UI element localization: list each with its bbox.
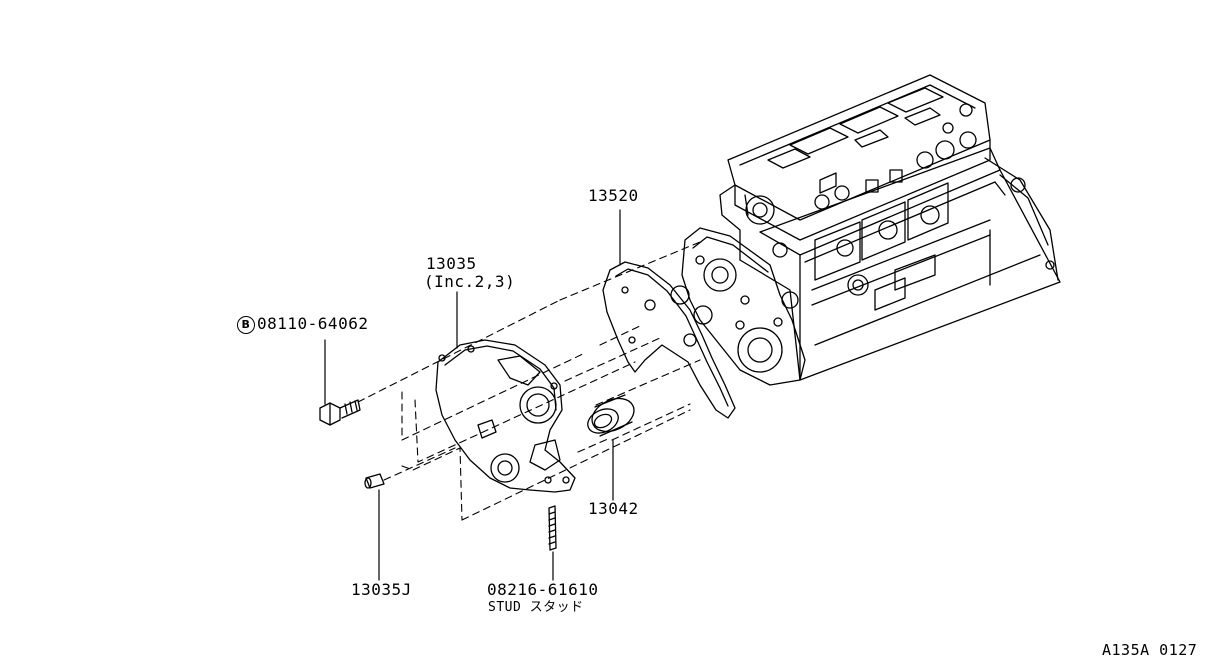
- bolt-badge-icon: B: [237, 316, 255, 334]
- front-cover: [435, 339, 576, 493]
- oil-seal: [587, 394, 635, 437]
- part-label-13035J: 13035J: [351, 581, 412, 599]
- part-number-13042: 13042: [588, 499, 639, 518]
- dowel-pin: [364, 473, 385, 489]
- part-label-13035: 13035: [426, 255, 477, 273]
- part-number-08216: 08216-61610: [487, 580, 599, 599]
- part-number-13035J: 13035J: [351, 580, 412, 599]
- part-note-inc: (Inc.2,3): [424, 272, 516, 291]
- diagram-code: A135A 0127: [1102, 641, 1197, 659]
- stud: [548, 505, 557, 551]
- leader-lines: [324, 209, 621, 581]
- part-note-13035: (Inc.2,3): [424, 273, 515, 291]
- front-cover-gasket: [602, 261, 736, 419]
- bolt: [319, 399, 361, 426]
- part-number-13035: 13035: [426, 254, 477, 273]
- diagram-code-text: A135A 0127: [1102, 641, 1198, 659]
- part-note-stud: STUD スタッド: [488, 600, 584, 615]
- part-number-13520: 13520: [588, 186, 639, 205]
- part-label-13042: 13042: [588, 500, 639, 518]
- alignment-dashes: [357, 241, 701, 521]
- part-number-08110: 08110-64062: [257, 314, 369, 333]
- engine-block: [681, 74, 1061, 386]
- part-note-08216: STUD スタッド: [488, 599, 584, 617]
- part-label-13520: 13520: [588, 187, 639, 205]
- part-label-08216: 08216-61610: [487, 581, 598, 599]
